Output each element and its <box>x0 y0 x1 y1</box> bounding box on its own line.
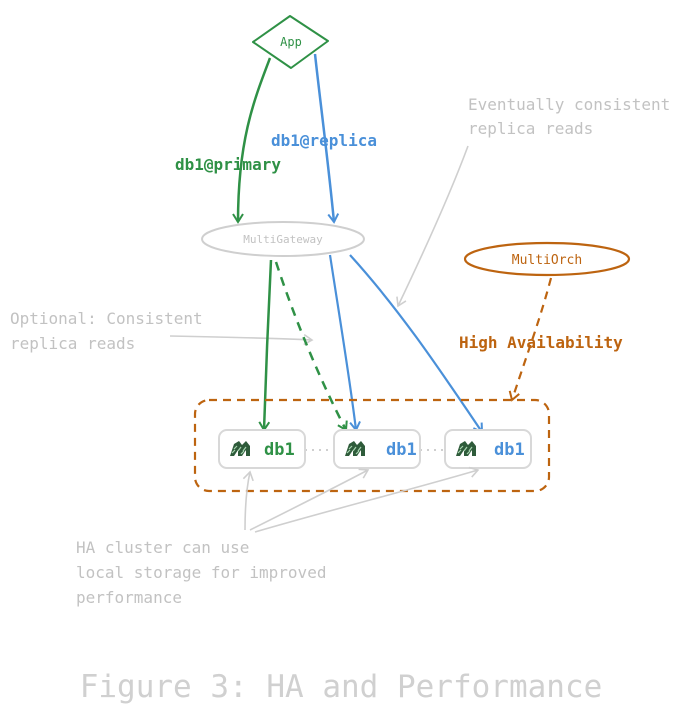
note-storage-arrow-1 <box>242 470 254 531</box>
note-storage-line-3: performance <box>76 588 182 607</box>
app-node: App <box>252 15 329 69</box>
db-node-3: db1 <box>444 429 532 469</box>
edge-orch-to-cluster <box>508 277 553 402</box>
edge-gateway-to-db1-primary <box>258 259 273 432</box>
edge-label-primary: db1@primary <box>175 155 281 174</box>
note-optional-arrow <box>169 333 314 346</box>
ha-label: High Availability <box>459 333 623 352</box>
db-node-1-label: db1 <box>264 440 295 460</box>
orch-node: MultiOrch <box>463 241 631 277</box>
orch-label: MultiOrch <box>512 253 582 268</box>
app-label: App <box>280 35 302 49</box>
edge-app-to-gateway-primary <box>232 57 272 224</box>
note-eventual-arrow <box>396 145 469 308</box>
note-eventual-line-2: replica reads <box>468 119 593 138</box>
note-local-storage: HA cluster can use local storage for imp… <box>76 466 480 607</box>
db-node-3-label: db1 <box>494 440 525 460</box>
edge-gateway-to-db3-replica <box>349 254 484 434</box>
figure-caption: Figure 3: HA and Performance <box>80 669 603 705</box>
note-storage-arrow-2 <box>249 468 370 531</box>
db-node-1: db1 <box>218 429 306 469</box>
note-storage-line-2: local storage for improved <box>76 563 326 582</box>
note-storage-arrow-3 <box>254 466 480 533</box>
note-eventual-consistency: Eventually consistent replica reads <box>396 95 670 308</box>
edge-gateway-to-db2-dashed <box>274 261 348 432</box>
gateway-label: MultiGateway <box>243 233 323 246</box>
edge-app-to-gateway-replica <box>313 53 340 224</box>
note-storage-line-1: HA cluster can use <box>76 538 249 557</box>
edge-gateway-to-db2-replica <box>328 254 361 432</box>
ha-cluster-boundary <box>193 398 551 493</box>
note-optional-line-1: Optional: Consistent <box>10 309 203 328</box>
gateway-node: MultiGateway <box>201 221 365 257</box>
edge-label-replica: db1@replica <box>271 131 377 150</box>
note-eventual-line-1: Eventually consistent <box>468 95 670 114</box>
db-node-2-label: db1 <box>386 440 417 460</box>
db-node-2: db1 <box>333 429 421 469</box>
note-optional-consistency: Optional: Consistent replica reads <box>10 309 314 353</box>
note-optional-line-2: replica reads <box>10 334 135 353</box>
